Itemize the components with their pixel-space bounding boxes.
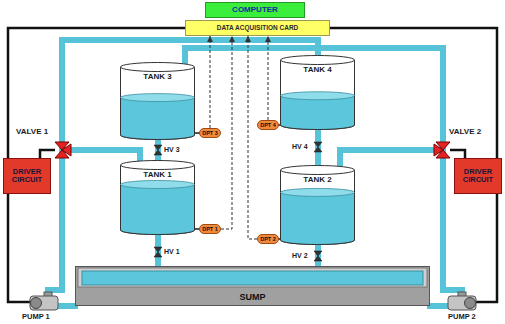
pipe xyxy=(427,303,448,309)
pipe xyxy=(185,48,462,296)
signal-arrow xyxy=(248,36,257,239)
tank-water xyxy=(281,96,355,130)
pump-motor xyxy=(465,298,476,309)
dpt-box: DPT 2 xyxy=(257,234,279,244)
tank-body xyxy=(121,67,195,140)
node-text: DRIVER CIRCUIT xyxy=(6,168,48,185)
tank-water xyxy=(121,185,195,235)
part-label: HV 4 xyxy=(292,143,308,151)
pump-symbol xyxy=(30,292,58,310)
hand-valve xyxy=(154,145,162,150)
hand-valve xyxy=(154,150,162,155)
water-surface xyxy=(281,188,355,196)
pipe xyxy=(155,138,161,162)
control-wire xyxy=(450,150,465,158)
tank-box: TANK 4 xyxy=(280,55,355,130)
sump-water xyxy=(82,271,423,285)
node-text: COMPUTER xyxy=(232,6,278,15)
control-wire xyxy=(330,28,497,158)
control-wires xyxy=(8,150,497,302)
valve-part xyxy=(434,144,443,156)
hand-valve xyxy=(314,256,322,261)
pipe xyxy=(340,150,443,168)
node-text: DPT 3 xyxy=(202,130,218,136)
part-label: PUMP 2 xyxy=(448,313,476,321)
valve-symbol xyxy=(434,142,450,158)
tank-top xyxy=(281,56,355,65)
tank-water xyxy=(121,98,195,140)
pressure-taps xyxy=(194,125,282,239)
signal-arrow xyxy=(268,36,269,120)
control-wire xyxy=(8,194,30,302)
water-surface xyxy=(281,92,355,100)
tank-water xyxy=(281,192,355,244)
control-wire xyxy=(40,150,55,158)
driver-box: DRIVER CIRCUIT xyxy=(3,158,51,194)
control-wire xyxy=(476,194,497,302)
daq-box: DATA ACQUISITION CARD xyxy=(185,20,330,36)
hand-valve xyxy=(314,142,322,147)
tank-top xyxy=(121,161,195,170)
node-text: TANK 4 xyxy=(303,66,331,75)
node-text: TANK 2 xyxy=(303,176,331,185)
node-text: DPT 4 xyxy=(260,122,276,128)
part-label: VALVE 1 xyxy=(16,128,48,137)
signal-arrow xyxy=(210,36,211,128)
valve-part xyxy=(62,144,71,156)
sump-body xyxy=(76,267,430,306)
node-text: DPT 1 xyxy=(202,226,218,232)
sump-rim xyxy=(78,268,427,287)
part-label: PUMP 1 xyxy=(22,313,50,321)
tank-body xyxy=(281,60,355,130)
tank-box: TANK 2 xyxy=(280,165,355,245)
hand-valve xyxy=(314,251,322,256)
part-label: HV 3 xyxy=(164,146,180,154)
dpt-box: DPT 3 xyxy=(199,128,221,138)
pipe xyxy=(48,40,318,296)
tank-top xyxy=(281,166,355,175)
node-text: SUMP xyxy=(239,293,265,303)
pipe xyxy=(315,128,321,167)
hand-valve xyxy=(154,252,162,257)
dpt-box: DPT 4 xyxy=(257,120,279,130)
tank-box: TANK 3 xyxy=(120,62,195,140)
node-text: DPT 2 xyxy=(260,236,276,242)
pump-body xyxy=(30,296,58,310)
sump-box: SUMP xyxy=(75,266,430,306)
pipes xyxy=(48,40,462,306)
valve-symbol xyxy=(55,142,71,158)
pipe xyxy=(315,243,321,270)
hand-valve xyxy=(154,247,162,252)
water-surface xyxy=(121,181,195,189)
part-label: VALVE 2 xyxy=(449,128,481,137)
pipe xyxy=(62,150,140,163)
tank-top xyxy=(121,63,195,72)
pump-symbol xyxy=(448,292,476,310)
water-surface xyxy=(121,94,195,102)
node-text: TANK 3 xyxy=(143,73,171,82)
driver-box: DRIVER CIRCUIT xyxy=(454,158,502,194)
part-label: HV 2 xyxy=(292,252,308,260)
tank-body xyxy=(121,165,195,235)
node-text: DRIVER CIRCUIT xyxy=(457,168,499,185)
pump-body xyxy=(448,296,476,310)
dpt-box: DPT 1 xyxy=(199,224,221,234)
signal-arrow xyxy=(221,36,232,229)
hand-valve xyxy=(314,147,322,152)
computer-box: COMPUTER xyxy=(205,2,305,18)
pipe xyxy=(155,233,161,270)
tank-box: TANK 1 xyxy=(120,160,195,235)
part-label: HV 1 xyxy=(164,248,180,256)
pump-motor xyxy=(31,298,42,309)
tank-body xyxy=(281,170,355,245)
node-text: DATA ACQUISITION CARD xyxy=(217,24,299,31)
node-text: TANK 1 xyxy=(143,171,171,180)
